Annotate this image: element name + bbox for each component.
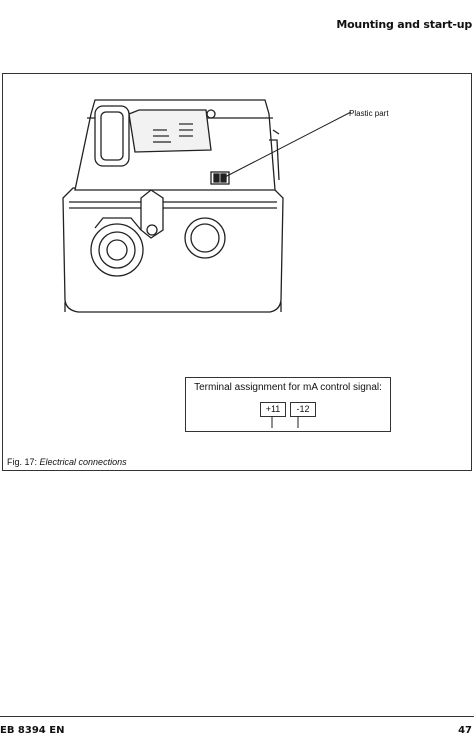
terminal-caption: Terminal assignment for mA control signa… [194,382,382,393]
document-code: EB 8394 EN [0,725,65,736]
device-illustration [62,99,352,313]
figure-caption: Fig. 17: Electrical connections [7,457,127,467]
plastic-part-label: Plastic part [349,109,389,118]
header-section-title: Mounting and start-up [336,18,472,31]
figure-box: Plastic part Terminal assignment for mA … [2,73,472,471]
terminal-leads [271,416,299,428]
terminal-plus-11: +11 [260,402,286,417]
figure-number: Fig. 17: [7,457,38,467]
footer-rule [0,716,474,717]
terminal-minus-12: -12 [290,402,316,417]
terminal-assignment-box: Terminal assignment for mA control signa… [185,377,391,432]
figure-caption-text: Electrical connections [39,457,127,467]
terminal-strip: +11 -12 [260,402,316,417]
page-number: 47 [458,725,472,736]
